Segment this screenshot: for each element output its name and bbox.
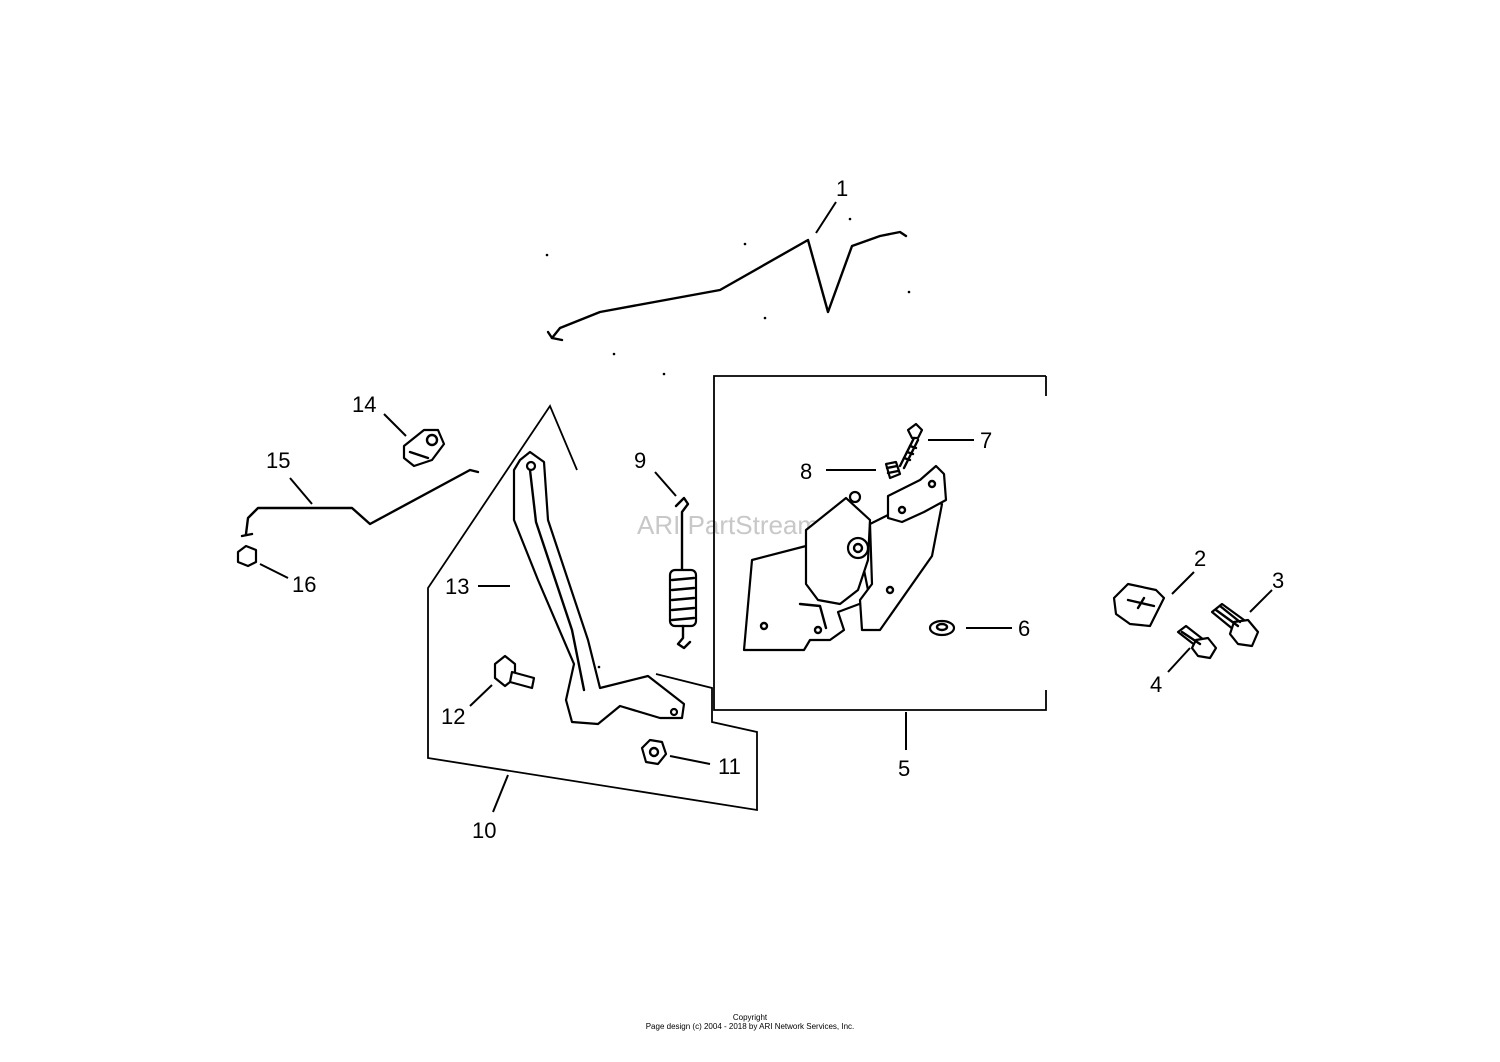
- callout-8[interactable]: 8: [800, 459, 812, 484]
- callout-12[interactable]: 12: [441, 704, 465, 729]
- callout-3[interactable]: 3: [1272, 568, 1284, 593]
- callout-1[interactable]: 1: [836, 176, 848, 201]
- part-7-screw[interactable]: [898, 422, 924, 470]
- callout-11[interactable]: 11: [718, 754, 741, 779]
- callout-10[interactable]: 10: [472, 818, 496, 843]
- callout-14[interactable]: 14: [352, 392, 376, 417]
- leader-3: [1249, 589, 1273, 613]
- part-4-bolt[interactable]: [1176, 624, 1218, 660]
- callout-6[interactable]: 6: [1018, 616, 1030, 641]
- part-3-bolt[interactable]: [1210, 602, 1260, 648]
- leader-9: [654, 471, 677, 497]
- callout-4[interactable]: 4: [1150, 672, 1162, 697]
- leader-11: [669, 755, 711, 765]
- part-5-control-plate[interactable]: [742, 464, 948, 652]
- part-2-bracket[interactable]: [1112, 582, 1166, 628]
- part-6-washer[interactable]: [928, 619, 956, 637]
- leader-2: [1171, 571, 1195, 595]
- part-8-spring[interactable]: [884, 460, 902, 480]
- callout-15[interactable]: 15: [266, 448, 290, 473]
- part-9-spring[interactable]: [668, 496, 698, 650]
- leader-10: [492, 774, 509, 813]
- leader-15: [289, 477, 313, 505]
- leader-14: [383, 413, 407, 437]
- part-15-rod[interactable]: [240, 468, 480, 538]
- callout-13[interactable]: 13: [445, 574, 469, 599]
- callout-2[interactable]: 2: [1194, 546, 1206, 571]
- leader-4: [1167, 647, 1191, 673]
- callout-9[interactable]: 9: [634, 448, 646, 473]
- part-12-bolt[interactable]: [493, 654, 536, 690]
- part-14-clip[interactable]: [402, 428, 446, 468]
- callout-16[interactable]: 16: [292, 572, 316, 597]
- group-frame-5: [713, 375, 1047, 711]
- footer-copyright-text: Page design (c) 2004 - 2018 by ARI Netwo…: [645, 1022, 855, 1031]
- leader-12: [469, 684, 493, 707]
- footer-copyright-title: Copyright: [732, 1013, 768, 1022]
- speck-marks: [545, 217, 911, 669]
- part-16-nut[interactable]: [236, 544, 258, 568]
- watermark: ARI PartStream: [637, 510, 819, 540]
- part-11-nut[interactable]: [640, 738, 668, 766]
- callout-5[interactable]: 5: [898, 756, 910, 781]
- group-frame-10: [427, 404, 758, 812]
- part-1-rod[interactable]: [546, 230, 908, 342]
- part-13-lever[interactable]: [512, 450, 686, 726]
- callout-7[interactable]: 7: [980, 428, 992, 453]
- leader-16: [259, 563, 289, 579]
- leader-1: [815, 201, 837, 234]
